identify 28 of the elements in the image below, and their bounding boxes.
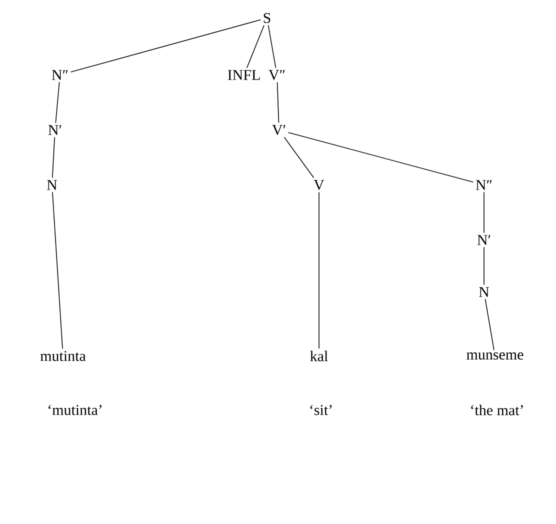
tree-label: V — [314, 180, 324, 190]
leaf-word: mutinta — [40, 350, 86, 362]
tree-label: N″ — [52, 70, 68, 80]
tree-branch — [276, 82, 280, 124]
tree-branch — [70, 19, 262, 72]
tree-label: S — [264, 12, 270, 24]
leaf-word: munseme — [466, 352, 524, 360]
tree-label: N — [479, 287, 490, 297]
tree-branch — [55, 82, 60, 124]
leaf-word: kal — [310, 350, 328, 362]
tree-label: N′ — [477, 235, 490, 245]
tree-branch — [284, 136, 314, 178]
tree-branch — [52, 136, 56, 178]
tree-branch — [268, 24, 276, 68]
tree-branch — [318, 192, 320, 349]
gloss: ‘mutinta’ — [48, 404, 102, 416]
tree-label: N — [47, 180, 58, 190]
tree-label: N′ — [48, 125, 62, 135]
gloss: ‘sit’ — [310, 404, 332, 416]
tree-branch — [52, 192, 63, 350]
tree-label: V″ — [268, 70, 285, 80]
tree-label: V′ — [272, 124, 286, 136]
tree-branch — [484, 298, 494, 351]
tree-label: INFL — [228, 70, 260, 80]
gloss: ‘the mat’ — [471, 404, 523, 416]
tree-label: N″ — [476, 180, 492, 190]
tree-branch — [288, 132, 474, 183]
tree-branch — [246, 24, 264, 68]
